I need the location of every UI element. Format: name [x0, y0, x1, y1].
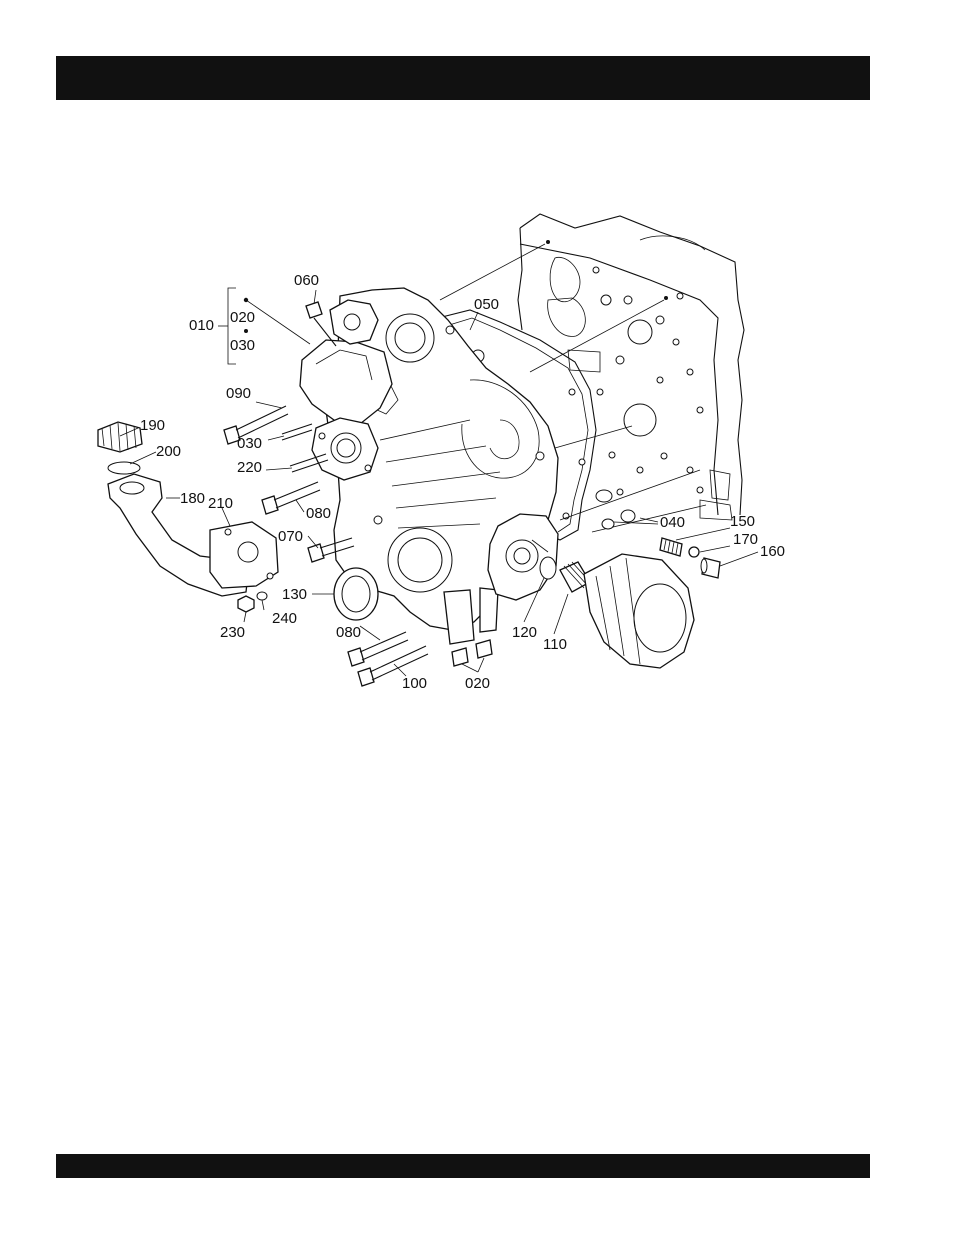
callout-130: 130 [282, 586, 307, 603]
callout-030-stud: 030 [237, 435, 262, 452]
callout-200: 200 [156, 443, 181, 460]
callout-160: 160 [760, 543, 785, 560]
callout-150: 150 [730, 513, 755, 530]
callout-110: 110 [543, 636, 567, 653]
callout-220: 220 [237, 459, 262, 476]
footer-bar [56, 1154, 870, 1178]
callout-020-plugs: 020 [465, 675, 490, 692]
callout-050: 050 [474, 296, 499, 313]
callout-210: 210 [208, 495, 233, 512]
callout-010: 010 [189, 317, 214, 334]
callout-090: 090 [226, 385, 251, 402]
callout-040: 040 [660, 514, 685, 531]
callout-080-upper: 080 [306, 505, 331, 522]
callout-230: 230 [220, 624, 245, 641]
callout-190: 190 [140, 417, 165, 434]
crankshaft-oil-seal [334, 568, 378, 620]
callout-240: 240 [272, 610, 297, 627]
callout-180: 180 [180, 490, 205, 507]
callout-060: 060 [294, 272, 319, 289]
callout-170: 170 [733, 531, 758, 548]
callout-030: 030 [230, 337, 255, 354]
callout-070: 070 [278, 528, 303, 545]
callout-120: 120 [512, 624, 537, 641]
callout-100: 100 [402, 675, 427, 692]
callout-020: 020 [230, 309, 255, 326]
callout-080-lower: 080 [336, 624, 361, 641]
